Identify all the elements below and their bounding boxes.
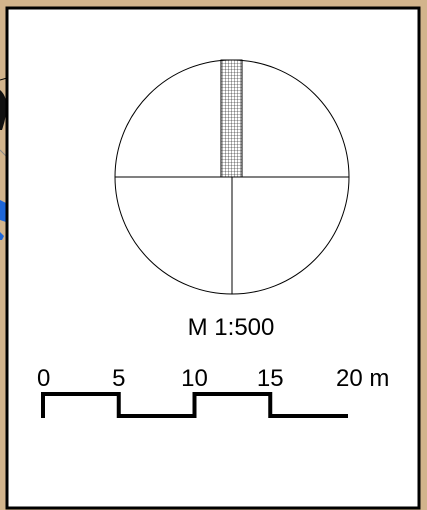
- scale-bar: 0 5 10 15 20 m: [37, 365, 389, 418]
- legend-sheet-frame: [5, 6, 421, 510]
- scale-bar-line: [41, 392, 348, 418]
- scale-tick-label-10: 10: [181, 365, 208, 392]
- map-blue-marker-bottom: [0, 232, 4, 240]
- north-indicator-bar: [220, 59, 243, 178]
- scale-tick-label-20-m: 20 m: [336, 365, 389, 392]
- scale-tick-label-0: 0: [37, 365, 50, 392]
- scale-tick-label-15: 15: [257, 365, 284, 392]
- scale-tick-label-5: 5: [112, 365, 125, 392]
- scale-ratio-text: M 1:500: [188, 314, 275, 341]
- map-dark-shape: [0, 90, 7, 130]
- north-arrow: [114, 59, 350, 295]
